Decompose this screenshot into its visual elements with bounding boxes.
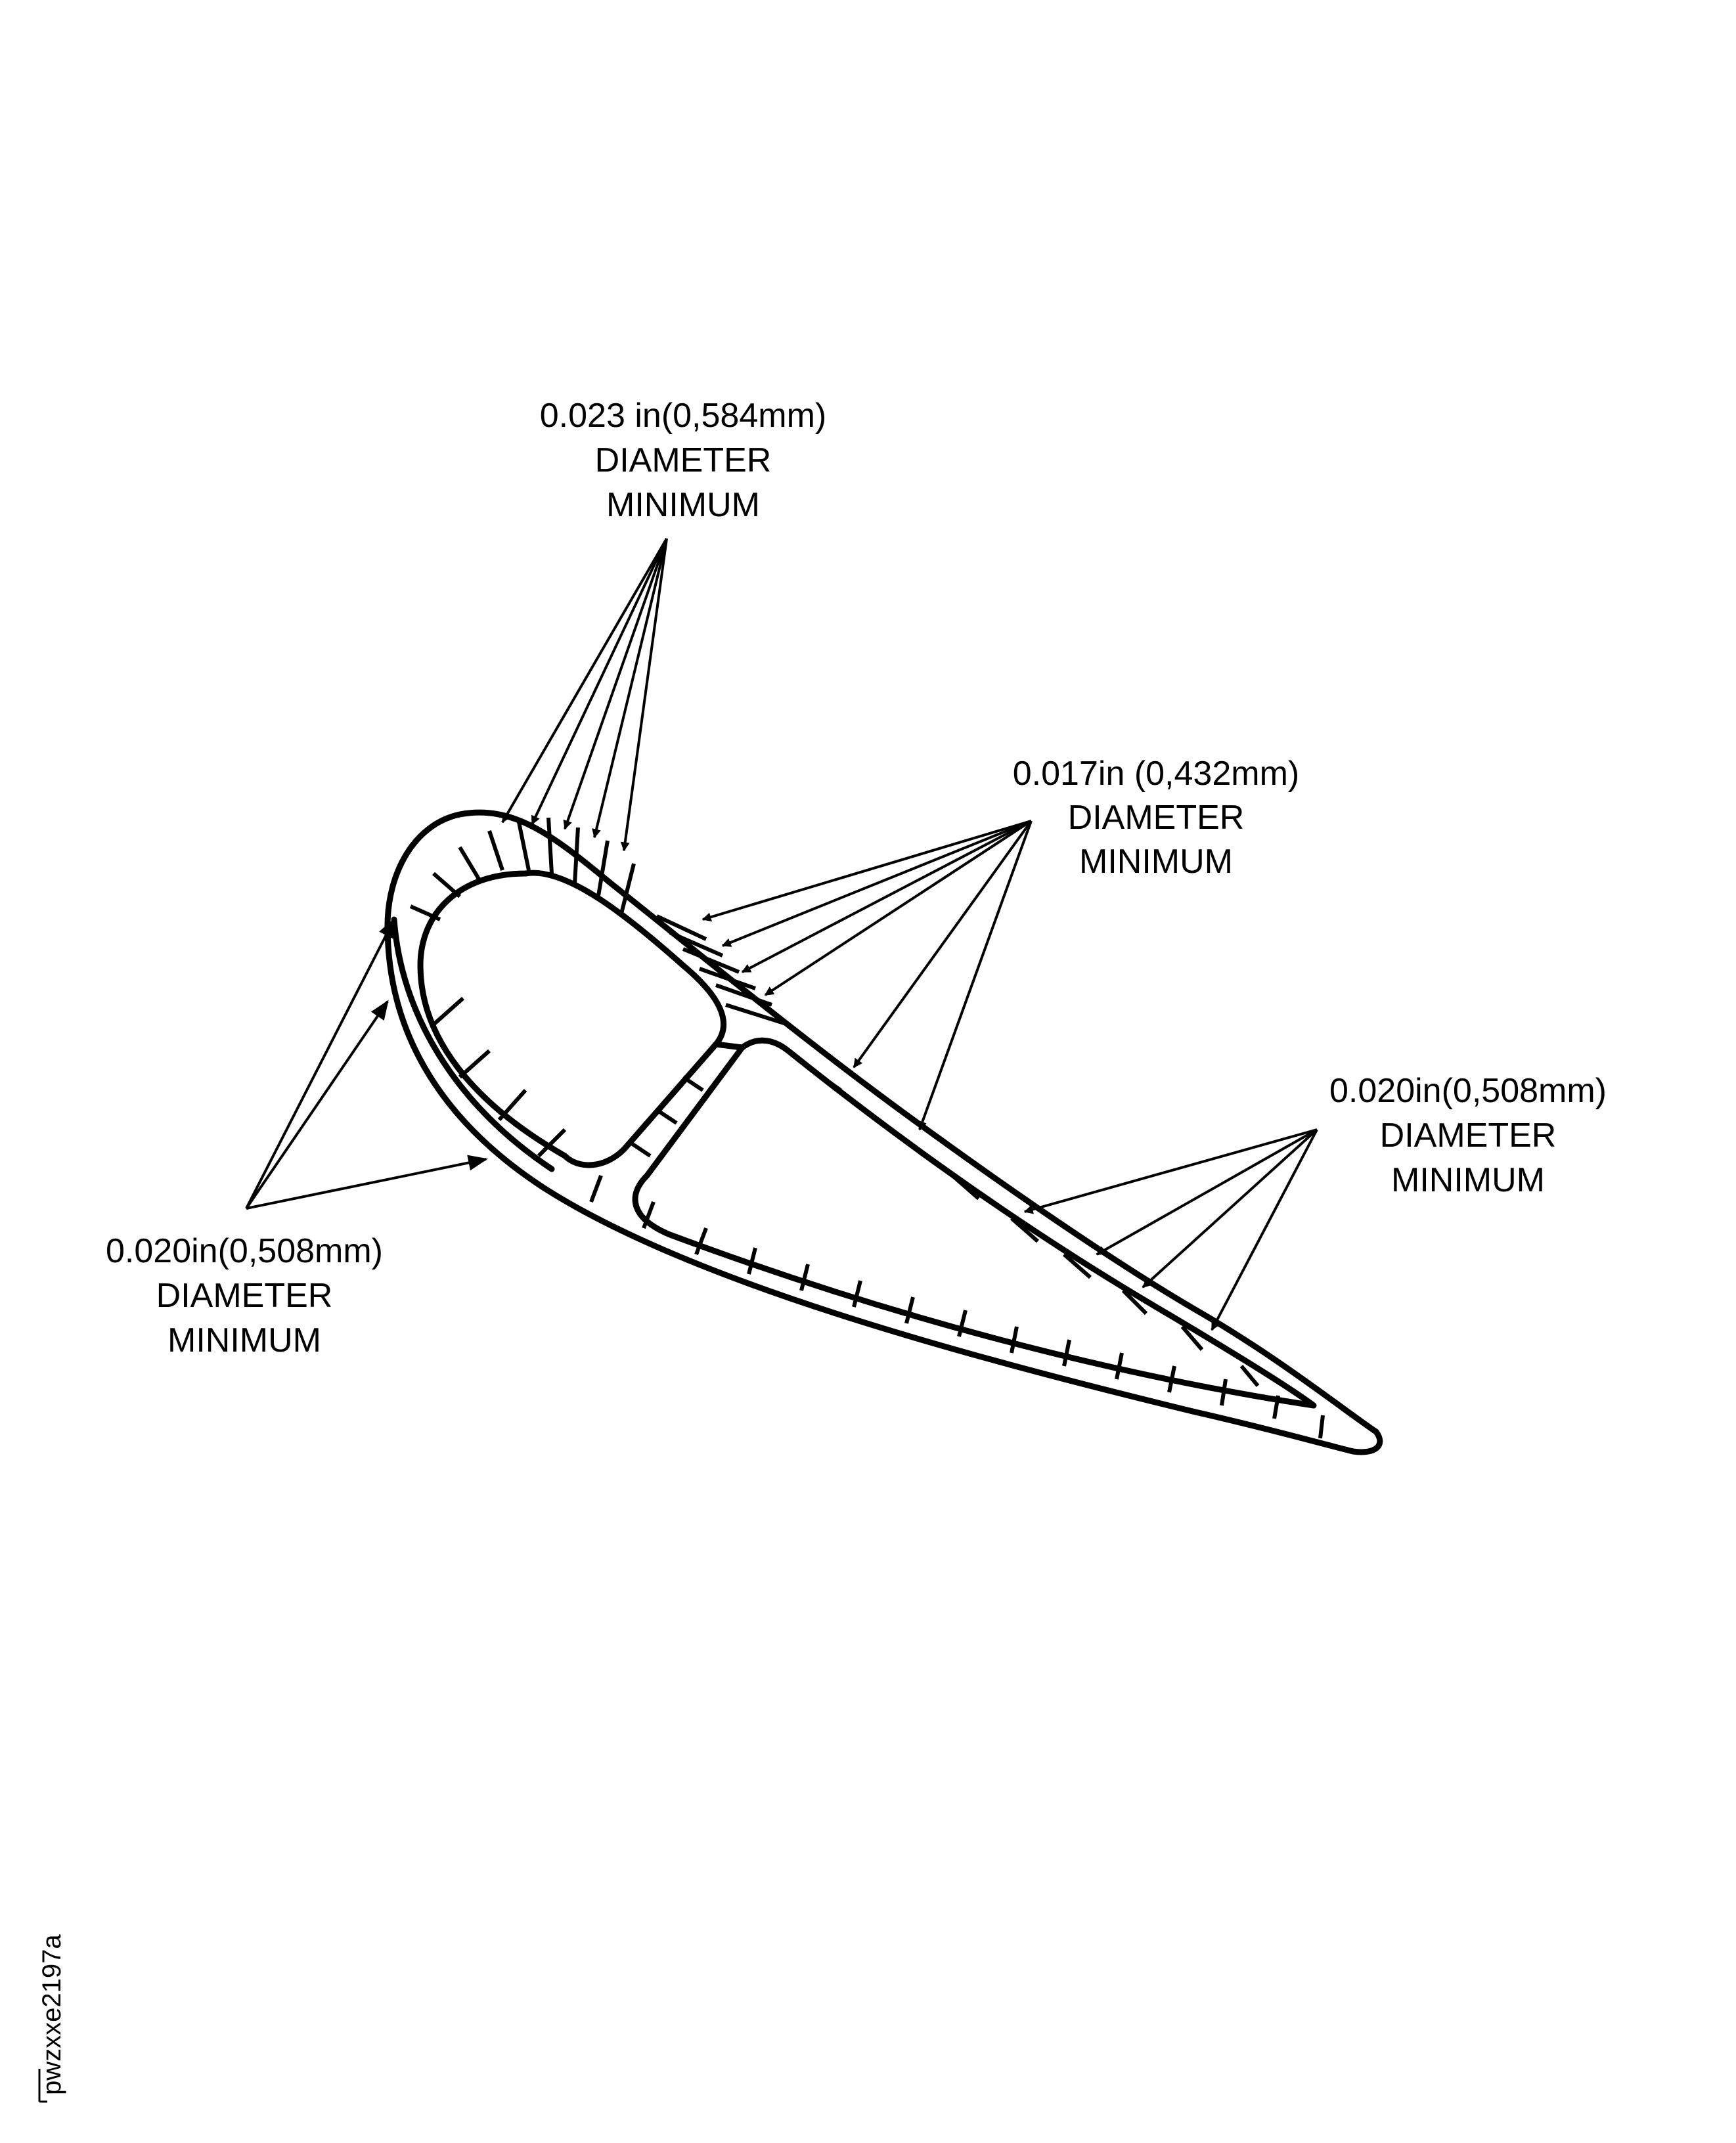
callout-middle-right-diameter: DIAMETER [1068,799,1245,837]
internal-rib [713,1041,746,1051]
callout-middle-right-minimum: MINIMUM [1079,843,1233,881]
callout-left-minimum: MINIMUM [167,1321,321,1359]
callout-top-diameter: DIAMETER [595,441,772,479]
callout-left: 0.020in(0,508mm) DIAMETER MINIMUM [106,1232,383,1359]
airfoil-wall-edge [391,916,555,1172]
wall-hatching [409,817,1325,1439]
callout-top-size: 0.023 in(0,584mm) [540,397,826,435]
callout-top-minimum: MINIMUM [606,486,760,524]
callout-far-right: 0.020in(0,508mm) DIAMETER MINIMUM [1329,1072,1607,1199]
leader-lines-left [245,917,488,1210]
callout-far-right-minimum: MINIMUM [1391,1161,1545,1199]
figure-reference-code: pwzxxe2197a [37,1934,66,2095]
figure-reference: pwzxxe2197a [37,1934,66,2095]
callout-left-size: 0.020in(0,508mm) [106,1232,383,1270]
callout-top: 0.023 in(0,584mm) DIAMETER MINIMUM [540,397,826,524]
leader-lines-middle-right [701,820,1033,1131]
leader-lines-far-right [1023,1128,1318,1331]
callout-middle-right-size: 0.017in (0,432mm) [1013,755,1299,793]
callout-far-right-diameter: DIAMETER [1380,1116,1557,1155]
figure-reference-corner-mark [38,2069,47,2103]
callout-left-diameter: DIAMETER [156,1277,333,1315]
callout-middle-right: 0.017in (0,432mm) DIAMETER MINIMUM [1013,755,1299,881]
airfoil-section [384,809,1383,1455]
leader-lines-top [501,537,668,852]
leading-edge-cavity [417,870,727,1168]
callout-far-right-size: 0.020in(0,508mm) [1329,1072,1607,1110]
